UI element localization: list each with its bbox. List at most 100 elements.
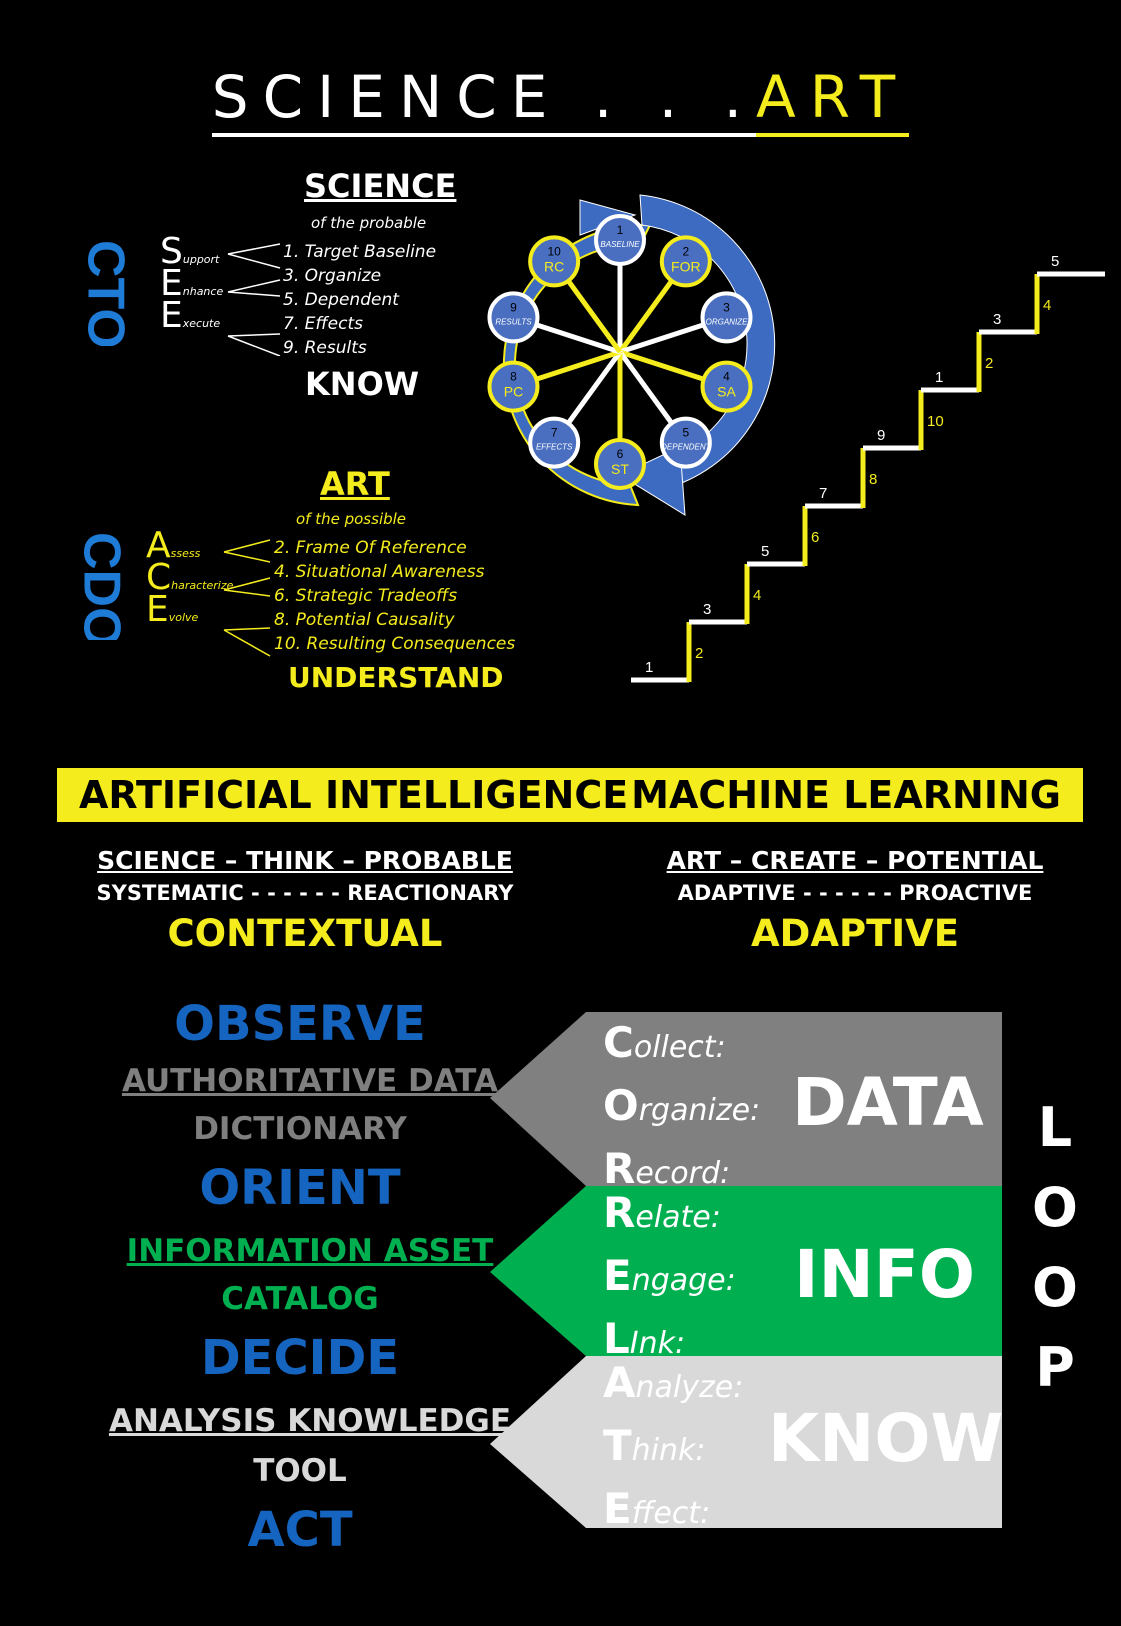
- ai-line1: SCIENCE – THINK – PROBABLE: [97, 846, 513, 875]
- panel-know-shape: [490, 1356, 1002, 1528]
- wheel-node-circle: [487, 360, 540, 413]
- ace-letter: E: [146, 589, 169, 630]
- see-letter: E: [160, 295, 183, 336]
- panel-line: Analyze:: [603, 1354, 743, 1417]
- loop-letter: P: [1035, 1336, 1075, 1399]
- stair-yellow-label: 4: [753, 587, 761, 604]
- ace-row: Assess: [146, 528, 233, 564]
- ooda-observe-sub2: DICTIONARY: [193, 1111, 407, 1147]
- stair-white-label: 3: [703, 601, 711, 618]
- panel-word: rganize:: [638, 1093, 761, 1128]
- panel-data-label: DATA: [792, 1064, 984, 1141]
- science-item: 1. Target Baseline: [283, 242, 437, 262]
- ace-word: haracterize: [171, 579, 234, 592]
- title-science: SCIENCE . . .: [211, 63, 757, 137]
- correlate-panels: [490, 1012, 1002, 1528]
- art-item: 4. Situational Awareness: [274, 562, 485, 582]
- wheel-node-number: 3: [723, 300, 730, 314]
- loop-letter: O: [1032, 1176, 1078, 1239]
- stair-yellow-label: 2: [695, 645, 703, 662]
- panel-letter: O: [603, 1081, 639, 1130]
- panel-word: nalyze:: [635, 1370, 744, 1405]
- loop-letter: L: [1037, 1096, 1073, 1159]
- wheel-node-label: FOR: [671, 258, 701, 274]
- panel-word: Ink:: [629, 1326, 686, 1361]
- title-art: ART: [756, 63, 910, 137]
- wheel-node-number: 4: [723, 370, 730, 384]
- wheel-node-number: 2: [682, 244, 689, 258]
- ai-ml-band: ARTIFICIAL INTELLIGENCE MACHINE LEARNING: [57, 768, 1083, 822]
- ace-acronym: Assess Characterize Evolve: [146, 528, 234, 628]
- art-footer: UNDERSTAND: [288, 661, 504, 694]
- stair-white-label: 1: [645, 659, 653, 676]
- cto-logo: CTO: [80, 240, 134, 346]
- panel-info-label: INFO: [794, 1236, 975, 1313]
- wheel-node-label: ORGANIZE: [706, 317, 748, 326]
- stair-white-label: 1: [935, 369, 943, 386]
- wheel-node-label: PC: [504, 384, 523, 400]
- art-items: 2. Frame Of Reference 4. Situational Awa…: [274, 536, 515, 656]
- loop-letter: O: [1032, 1256, 1078, 1319]
- wheel-node-circle: [659, 235, 712, 288]
- wheel-node: 8PC: [487, 360, 540, 413]
- wheel-node-number: 1: [617, 223, 624, 237]
- see-row: Support: [160, 234, 223, 270]
- panel-letter: C: [603, 1018, 634, 1067]
- wheel-node-number: 9: [510, 300, 517, 314]
- wheel-node-label: EFFECTS: [536, 443, 573, 452]
- ooda-decide: DECIDE: [200, 1330, 400, 1386]
- ooda-decide-sub1: ANALYSIS KNOWLEDGE: [108, 1403, 512, 1439]
- science-heading: SCIENCE: [304, 167, 457, 205]
- wheel-node-number: 7: [551, 426, 558, 440]
- panel-letter: R: [603, 1144, 636, 1193]
- see-word: nhance: [182, 285, 224, 298]
- science-item: 7. Effects: [283, 314, 363, 334]
- wheel-node-circle: [594, 214, 646, 266]
- panel-letter: E: [603, 1484, 632, 1533]
- ml-line3: ADAPTIVE: [750, 912, 960, 955]
- ace-word: volve: [168, 611, 199, 624]
- ml-line2: ADAPTIVE - - - - - - PROACTIVE: [677, 881, 1033, 905]
- panel-data-lines: Collect: Organize: Record:: [603, 1014, 760, 1203]
- wheel-node-label: BASELINE: [600, 240, 640, 249]
- panel-info-shape: [490, 1186, 1002, 1356]
- cycle-arrow-left: [502, 223, 652, 507]
- band-ai: ARTIFICIAL INTELLIGENCE: [79, 773, 629, 817]
- panel-line: Organize:: [603, 1077, 760, 1140]
- science-item: 9. Results: [283, 338, 367, 358]
- art-subtitle: of the possible: [296, 510, 407, 528]
- ooda-decide-sub2: TOOL: [253, 1453, 347, 1489]
- art-item: 8. Potential Causality: [274, 610, 455, 630]
- see-word: xecute: [182, 317, 221, 330]
- ooda-observe: OBSERVE: [174, 996, 426, 1052]
- band-ml: MACHINE LEARNING: [631, 773, 1061, 817]
- wheel-node-circle: [659, 416, 712, 469]
- see-row: Execute: [160, 298, 223, 334]
- art-heading: ART: [320, 465, 390, 503]
- wheel-node-number: 6: [617, 447, 624, 461]
- see-row: Enhance: [160, 266, 224, 302]
- panel-line: Effect:: [603, 1480, 743, 1543]
- ai-line2: SYSTEMATIC - - - - - - REACTIONARY: [96, 881, 514, 905]
- art-item: 2. Frame Of Reference: [274, 538, 467, 558]
- panel-info-lines: Relate: Engage: LInk:: [603, 1184, 736, 1373]
- ace-row: Characterize: [146, 560, 234, 596]
- cto-logo-text: CTO: [80, 240, 134, 346]
- ooda-orient: ORIENT: [199, 1160, 401, 1216]
- ooda-observe-sub1: AUTHORITATIVE DATA: [121, 1063, 499, 1099]
- stair-white-label: 3: [993, 311, 1001, 328]
- art-item: 6. Strategic Tradeoffs: [274, 586, 458, 606]
- cycle-arrow-right-head: [618, 446, 686, 516]
- see-acronym: Support Enhance Execute: [160, 234, 224, 334]
- see-letter: S: [160, 231, 183, 272]
- cdo-logo: CDO: [72, 532, 130, 640]
- see-letter: E: [160, 263, 183, 304]
- panel-letter: T: [603, 1421, 632, 1470]
- panel-data-shape: [490, 1012, 1002, 1186]
- science-items: 1. Target Baseline 3. Organize 5. Depend…: [283, 240, 436, 360]
- ace-letter: A: [146, 525, 171, 566]
